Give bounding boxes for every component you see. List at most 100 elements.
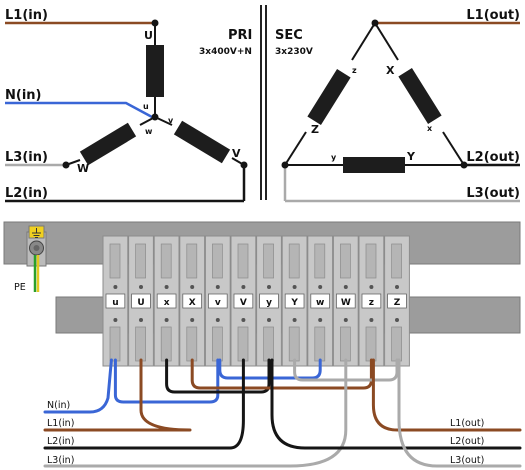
wire-l2-out-black: [270, 358, 522, 450]
terminal-lower-slot: [160, 326, 172, 362]
terminal-marker: [361, 293, 382, 309]
delta-right-upper: [374, 22, 399, 61]
n-in-wire: [5, 101, 153, 119]
terminal-upper-slot: [109, 243, 121, 279]
terminal-marker-label: z: [369, 298, 374, 308]
terminal-marker: [156, 293, 177, 309]
wire-u-to-v-blue: [113, 358, 220, 404]
wire-l3-out-grey: [397, 358, 522, 468]
terminal-upper-dot: [215, 285, 220, 289]
terminal-marker-label: y: [266, 298, 272, 308]
terminal-lower-dot: [292, 318, 297, 322]
terminal-upper-slot: [314, 243, 326, 279]
terminal-upper-dot: [139, 285, 143, 289]
w-coil-big-label: W: [77, 162, 89, 175]
v-coil-big-label: V: [232, 147, 241, 160]
l1-in-label: L1(in): [5, 8, 48, 23]
terminal-upper-dot: [241, 285, 246, 289]
terminal-u: u: [102, 235, 129, 367]
z-coil-small-label: z: [352, 66, 357, 75]
terminal-marker: [284, 293, 305, 309]
terminal-lower-slot: [391, 326, 402, 362]
v-coil-lead: [154, 116, 173, 126]
pe-label: PE: [14, 282, 26, 293]
y-coil-big-label: Y: [406, 150, 416, 163]
terminal-lower-slot: [186, 326, 198, 362]
wire-l2-in-black: [43, 358, 245, 450]
y-coil-small-label: y: [331, 153, 337, 162]
wire-label-l1-out: L1(out): [450, 418, 484, 429]
terminal-upper-slot: [212, 243, 223, 279]
wire-label-l3-out: L3(out): [450, 455, 484, 466]
terminal-upper-dot: [190, 285, 195, 289]
terminal-lower-slot: [340, 326, 351, 362]
terminal-marker-label: u: [112, 298, 118, 308]
terminal-lower-dot: [241, 318, 246, 322]
n-in-label: N(in): [5, 88, 41, 103]
terminal-lower-dot: [113, 318, 118, 322]
v-coil: [173, 120, 231, 164]
z-coil: [307, 69, 351, 125]
terminal-lower-dot: [267, 318, 271, 322]
terminal-lower-dot: [164, 318, 169, 322]
terminal-marker-label: Z: [394, 298, 401, 308]
terminal-Y: Y: [281, 235, 308, 367]
wire-label-l3-in: L3(in): [47, 455, 74, 466]
delta-top-node: [371, 19, 379, 27]
secondary-title: SEC: [275, 28, 303, 43]
l2-in-label: L2(in): [5, 186, 48, 201]
terminal-upper-slot: [160, 243, 172, 279]
y-coil: [343, 157, 405, 173]
terminal-lower-dot: [343, 318, 348, 322]
terminal-lower-slot: [212, 326, 223, 362]
transformer-core: PRI 3x400V+N SEC 3x230V: [199, 5, 313, 200]
terminal-lower-dot: [190, 318, 195, 322]
terminal-lower-dot: [318, 318, 323, 322]
terminal-y: y: [256, 235, 282, 367]
terminal-marker: [335, 293, 356, 309]
pe-screw-inner: [33, 245, 40, 251]
terminal-marker: [131, 293, 151, 309]
wire-label-l2-in: L2(in): [47, 436, 74, 447]
terminal-upper-slot: [237, 243, 249, 279]
l2-out-label: L2(out): [466, 150, 520, 165]
terminal-upper-slot: [135, 243, 146, 279]
terminal-upper-dot: [164, 285, 169, 289]
u-coil-small-label: u: [143, 102, 149, 111]
terminal-upper-dot: [369, 285, 374, 289]
terminal-upper-dot: [113, 285, 118, 289]
v-terminal-node: [240, 161, 248, 169]
terminal-marker: [233, 293, 254, 309]
terminal-lower-slot: [135, 326, 146, 362]
terminal-v: v: [204, 235, 231, 367]
u-coil: [146, 45, 164, 97]
delta-left-node: [281, 161, 289, 169]
terminal-lower-slot: [237, 326, 249, 362]
v-coil-small-label: v: [168, 116, 174, 125]
secondary-subtitle: 3x230V: [275, 47, 313, 57]
wire-labels: N(in) L1(in) L2(in) L3(in) L1(out) L2(ou…: [47, 400, 484, 466]
terminal-marker: [387, 293, 407, 309]
terminal-upper-dot: [318, 285, 323, 289]
l1-in-node: [151, 19, 159, 27]
terminal-Z: Z: [384, 235, 410, 367]
wire-label-l1-in: L1(in): [47, 418, 74, 429]
delta-left-upper: [351, 22, 376, 61]
l1-out-label: L1(out): [466, 8, 520, 23]
terminal-U: U: [128, 235, 154, 367]
primary-title: PRI: [228, 28, 252, 43]
terminal-upper-dot: [292, 285, 297, 289]
terminal-lower-slot: [109, 326, 121, 362]
x-coil-big-label: X: [386, 64, 395, 77]
terminal-W: W: [332, 235, 359, 367]
pe-earth-symbol: [32, 228, 41, 238]
terminal-marker-label: w: [316, 298, 324, 308]
l3-in-label: L3(in): [5, 150, 48, 165]
wire-y-link-brown: [190, 358, 373, 390]
terminal-upper-dot: [395, 285, 399, 289]
l3-out-label: L3(out): [466, 186, 520, 201]
